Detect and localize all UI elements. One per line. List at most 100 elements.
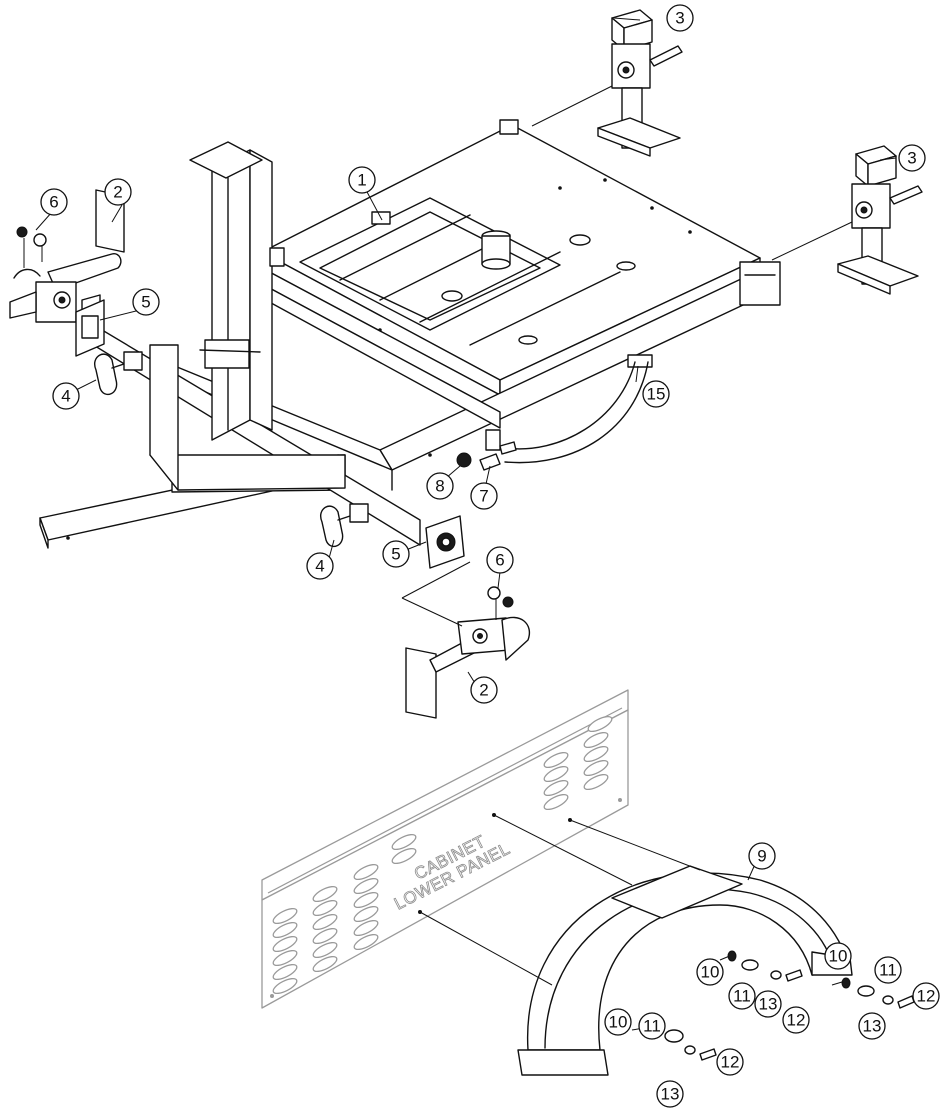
callout-3-top: 3 <box>666 4 694 32</box>
svg-text:2: 2 <box>479 681 488 700</box>
svg-text:6: 6 <box>495 551 504 570</box>
svg-text:13: 13 <box>661 1085 680 1104</box>
louver-slot <box>353 933 379 951</box>
svg-text:9: 9 <box>757 847 766 866</box>
svg-text:4: 4 <box>61 387 70 406</box>
svg-text:12: 12 <box>787 1011 806 1030</box>
callout-10-b: 10 <box>824 942 852 970</box>
svg-text:5: 5 <box>141 293 150 312</box>
callout-11-b: 11 <box>874 956 902 984</box>
louver-slot <box>272 907 298 925</box>
callout-11-a: 11 <box>728 982 756 1010</box>
svg-text:10: 10 <box>701 963 720 982</box>
callout-12-b: 12 <box>912 982 940 1010</box>
svg-text:12: 12 <box>721 1053 740 1072</box>
bolt-hardware <box>456 429 517 471</box>
jack-stand-top <box>531 9 683 157</box>
louver-slot <box>583 759 609 777</box>
svg-text:10: 10 <box>609 1013 628 1032</box>
svg-text:13: 13 <box>863 1017 882 1036</box>
louver-slot <box>353 877 379 895</box>
louver-slot <box>353 919 379 937</box>
louver-slot <box>353 863 379 881</box>
callout-5-right: 5 <box>382 540 410 568</box>
callout-5-left: 5 <box>132 288 160 316</box>
callout-6-left: 6 <box>40 188 68 216</box>
callout-13-b: 13 <box>858 1012 886 1040</box>
louver-slot <box>353 891 379 909</box>
callout-15: 15 <box>642 380 670 408</box>
louver-slot <box>272 935 298 953</box>
louver-slot <box>312 927 338 945</box>
louver-slot <box>543 751 569 769</box>
callout-2-upper: 2 <box>104 178 132 206</box>
louver-slot <box>272 977 298 995</box>
louver-slot <box>312 941 338 959</box>
louver-slot <box>312 955 338 973</box>
svg-text:8: 8 <box>435 477 444 496</box>
louver-slot <box>391 847 417 865</box>
mount-bracket-right <box>401 561 531 719</box>
callout-12-c: 12 <box>716 1048 744 1076</box>
svg-text:12: 12 <box>917 987 936 1006</box>
svg-text:13: 13 <box>759 995 778 1014</box>
louver-slot <box>272 921 298 939</box>
louver-slot <box>272 949 298 967</box>
hitch-pin-right <box>320 503 369 548</box>
callout-10-c: 10 <box>604 1008 632 1036</box>
svg-text:1: 1 <box>357 171 366 190</box>
louver-slot <box>543 793 569 811</box>
callout-12-a: 12 <box>782 1006 810 1034</box>
svg-text:2: 2 <box>113 183 122 202</box>
mount-bracket-left <box>9 189 125 323</box>
louver-slot <box>353 905 379 923</box>
receiver-plate-left <box>75 299 105 357</box>
callout-10-a: 10 <box>696 958 724 986</box>
cabinet-lower-panel: CABINET LOWER PANEL <box>261 689 629 1009</box>
louver-slot <box>312 885 338 903</box>
louver-slot <box>583 745 609 763</box>
jack-stand-right <box>771 145 923 295</box>
louver-slot <box>312 899 338 917</box>
louver-slot <box>583 731 609 749</box>
panel-louvers-left <box>272 833 417 995</box>
louver-slot <box>583 773 609 791</box>
callout-9: 9 <box>748 842 776 870</box>
callout-13-c: 13 <box>656 1080 684 1108</box>
svg-text:11: 11 <box>643 1017 661 1036</box>
support-strap <box>504 361 649 464</box>
callout-8: 8 <box>426 472 454 500</box>
svg-text:3: 3 <box>675 9 684 28</box>
louver-slot <box>272 963 298 981</box>
callout-1: 1 <box>348 166 376 194</box>
callout-6-right: 6 <box>486 546 514 574</box>
callout-13-a: 13 <box>754 990 782 1018</box>
svg-text:11: 11 <box>733 987 751 1006</box>
callout-4-right: 4 <box>306 552 334 580</box>
callout-leaders <box>35 17 897 881</box>
callout-2-lower: 2 <box>470 676 498 704</box>
svg-text:4: 4 <box>315 557 324 576</box>
callout-7: 7 <box>470 482 498 510</box>
svg-text:7: 7 <box>479 487 488 506</box>
main-frame <box>39 119 781 549</box>
callout-3-right: 3 <box>898 144 926 172</box>
fender <box>418 813 853 1076</box>
louver-slot <box>391 833 417 851</box>
svg-text:3: 3 <box>907 149 916 168</box>
svg-text:15: 15 <box>647 385 666 404</box>
louver-slot <box>543 779 569 797</box>
louver-slot <box>543 765 569 783</box>
svg-text:6: 6 <box>49 193 58 212</box>
svg-text:10: 10 <box>829 947 848 966</box>
louver-slot <box>587 715 613 733</box>
callout-4-left: 4 <box>52 382 80 410</box>
hitch-pin-left <box>94 351 143 396</box>
svg-text:11: 11 <box>879 961 897 980</box>
receiver-plate-right <box>425 515 465 569</box>
louver-slot <box>312 913 338 931</box>
panel-louvers-right <box>543 715 613 811</box>
callout-11-c: 11 <box>638 1012 666 1040</box>
svg-text:5: 5 <box>391 545 400 564</box>
